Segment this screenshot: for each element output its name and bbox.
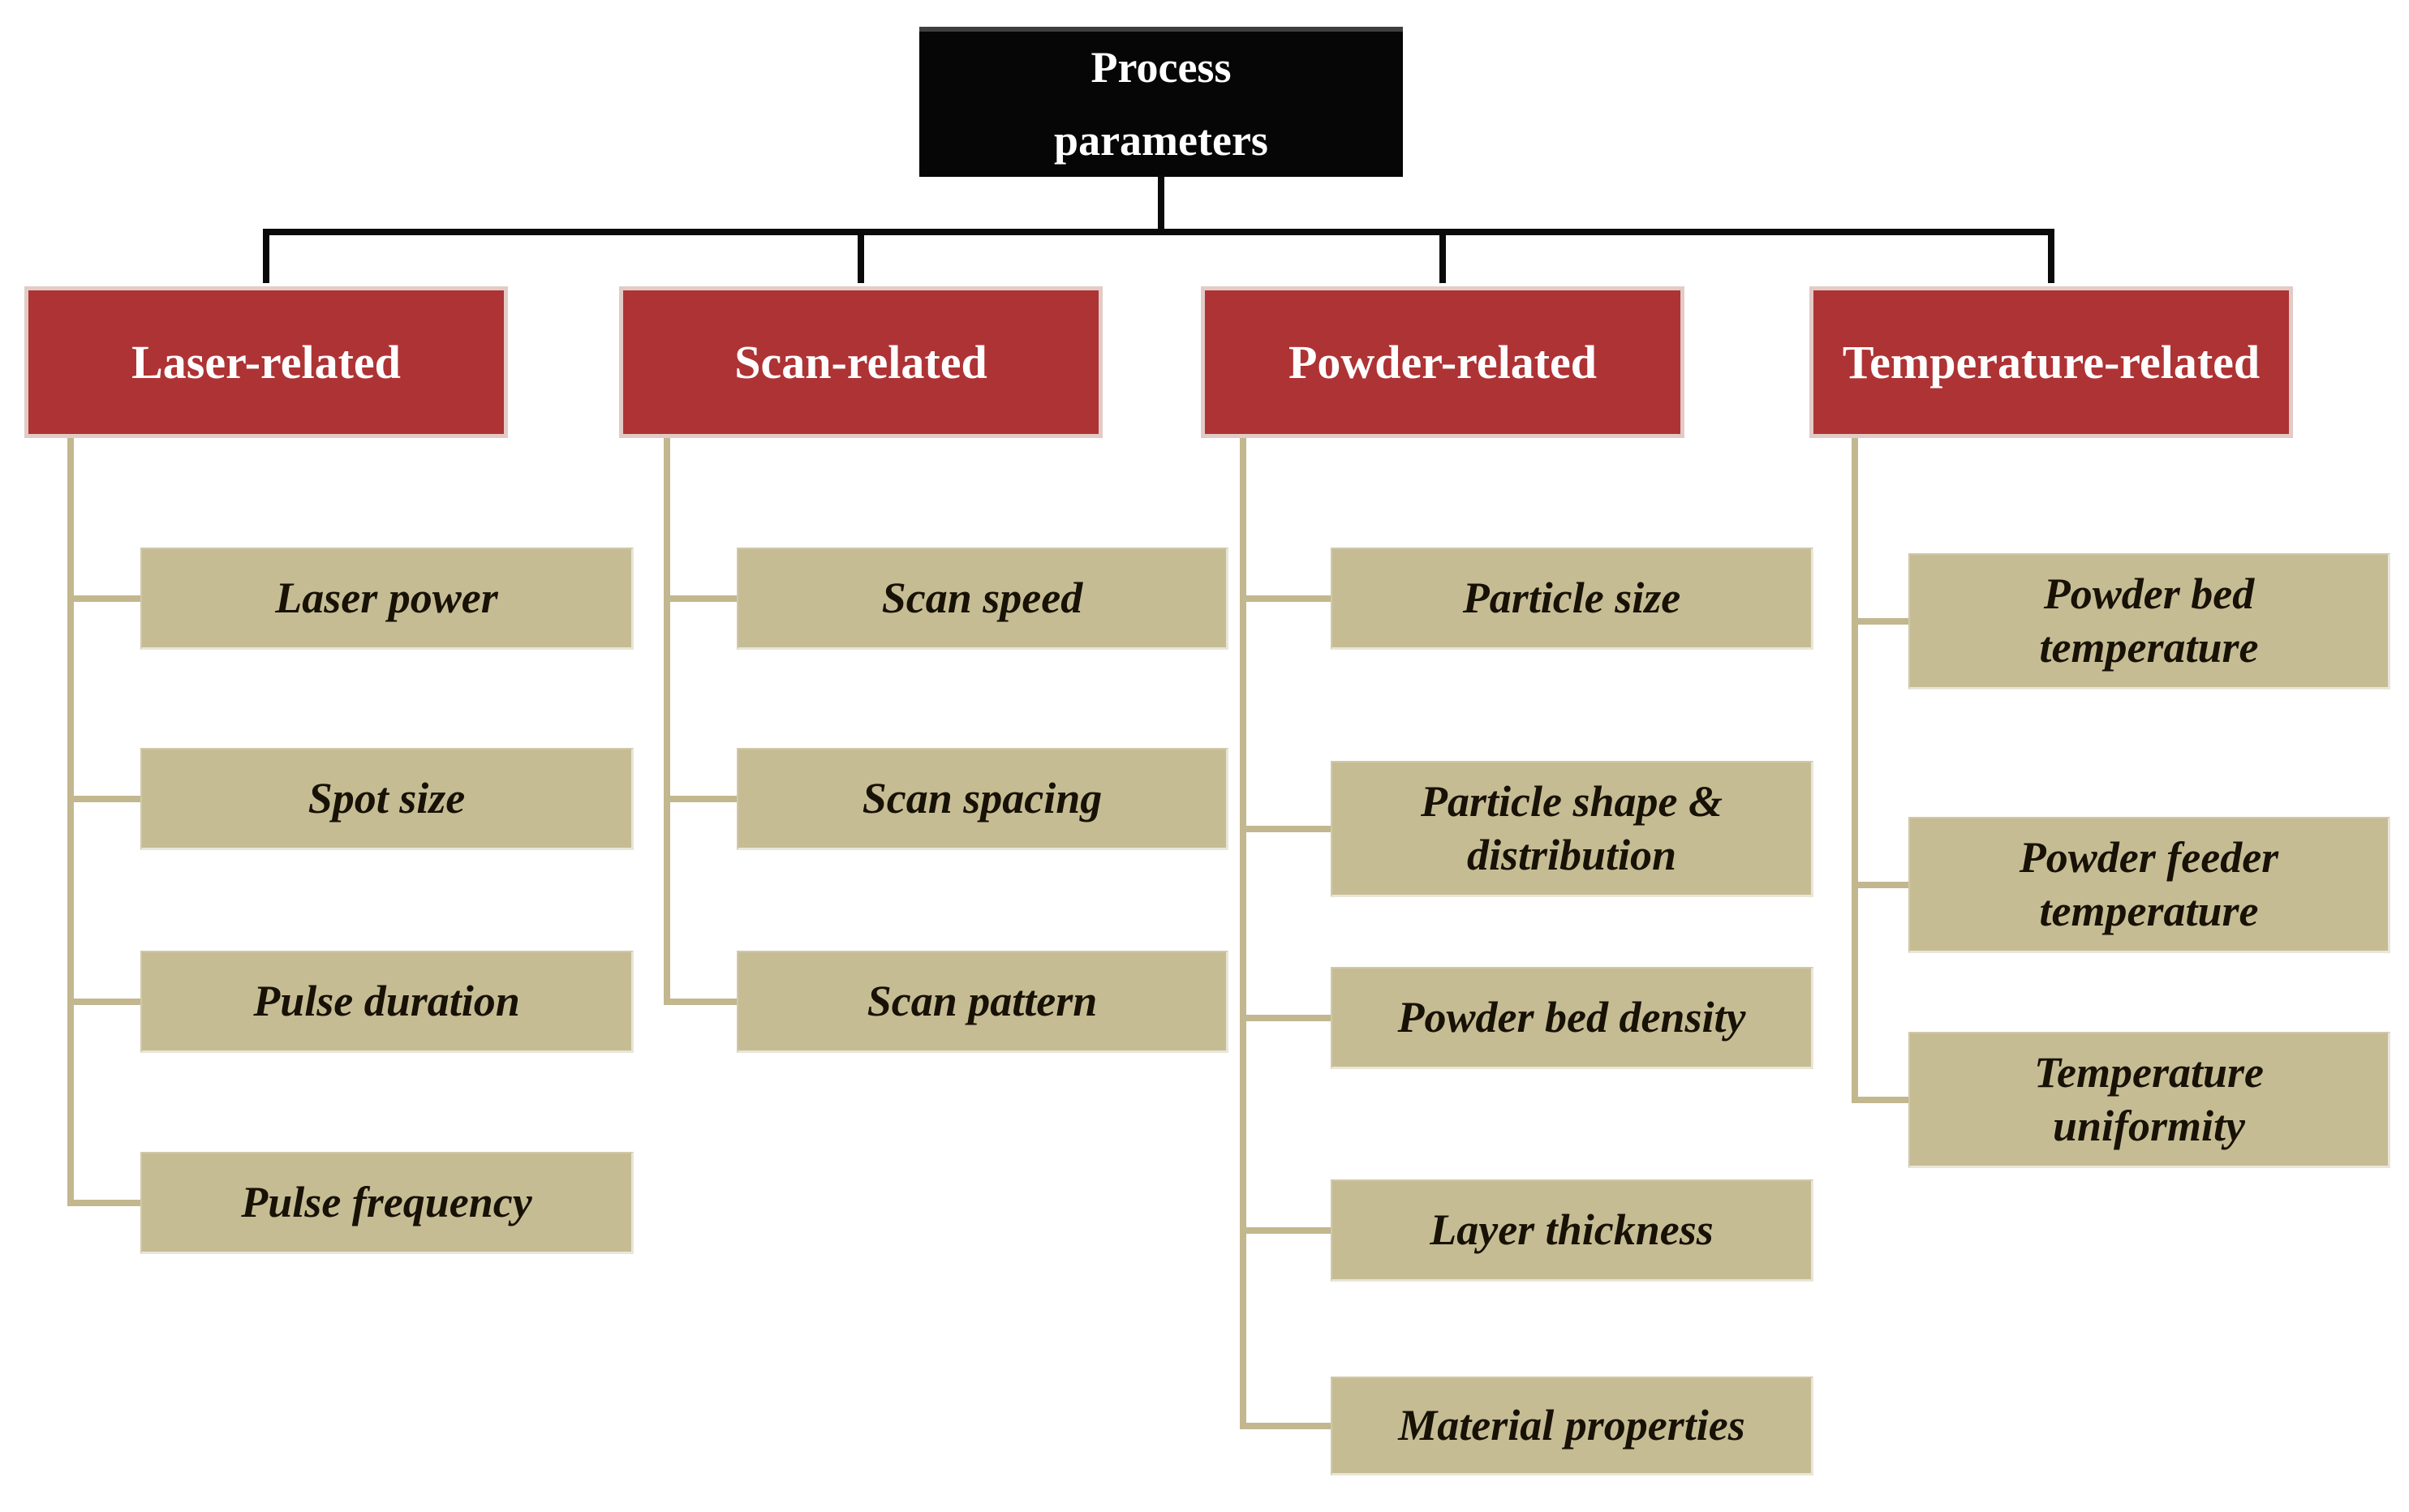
item-particle-shape-distribution-label: Particle shape & distribution	[1421, 776, 1723, 879]
item-material-properties: Material properties	[1331, 1377, 1813, 1475]
category-scan-label: Scan-related	[734, 335, 987, 389]
connector-temperature-branch-1	[1852, 882, 1908, 888]
item-pulse-frequency-label: Pulse frequency	[241, 1177, 532, 1226]
item-scan-pattern: Scan pattern	[737, 951, 1228, 1053]
item-laser-power-label: Laser power	[275, 573, 498, 622]
category-laser-related: Laser-related	[24, 286, 508, 438]
root-box-process-parameters: Process parameters	[919, 27, 1403, 177]
item-powder-bed-density: Powder bed density	[1331, 967, 1813, 1069]
item-scan-pattern-label: Scan pattern	[867, 976, 1098, 1025]
connector-drop-powder	[1439, 235, 1446, 283]
item-particle-shape-distribution: Particle shape & distribution	[1331, 761, 1813, 897]
connector-powder-branch-3	[1240, 1227, 1331, 1234]
item-pulse-frequency: Pulse frequency	[140, 1152, 634, 1254]
connector-drop-laser	[263, 235, 269, 283]
connector-laser-branch-3	[67, 1200, 140, 1206]
connector-scan-branch-0	[664, 595, 737, 602]
item-scan-speed-label: Scan speed	[881, 573, 1083, 622]
connector-top-horizontal	[263, 229, 2054, 235]
category-scan-related: Scan-related	[619, 286, 1103, 438]
item-spot-size-label: Spot size	[308, 773, 466, 823]
item-powder-bed-temperature: Powder bed temperature	[1908, 553, 2390, 689]
item-temperature-uniformity: Temperature uniformity	[1908, 1032, 2390, 1168]
item-particle-size-label: Particle size	[1462, 573, 1681, 622]
item-pulse-duration: Pulse duration	[140, 951, 634, 1053]
connector-scan-vertical	[664, 438, 670, 1005]
category-powder-label: Powder-related	[1288, 335, 1598, 389]
root-box-label: Process parameters	[1054, 43, 1268, 165]
item-scan-spacing-label: Scan spacing	[862, 773, 1103, 823]
connector-laser-branch-1	[67, 796, 140, 802]
connector-powder-branch-0	[1240, 595, 1331, 602]
item-layer-thickness: Layer thickness	[1331, 1179, 1813, 1282]
connector-temperature-branch-0	[1852, 618, 1908, 625]
item-particle-size: Particle size	[1331, 548, 1813, 650]
connector-root-stub	[1158, 175, 1164, 229]
connector-laser-branch-0	[67, 595, 140, 602]
category-temperature-related: Temperature-related	[1809, 286, 2293, 438]
item-spot-size: Spot size	[140, 748, 634, 850]
item-scan-speed: Scan speed	[737, 548, 1228, 650]
item-pulse-duration-label: Pulse duration	[253, 976, 520, 1025]
category-powder-related: Powder-related	[1201, 286, 1684, 438]
connector-powder-vertical	[1240, 438, 1246, 1429]
connector-powder-branch-2	[1240, 1015, 1331, 1021]
category-laser-label: Laser-related	[131, 335, 401, 389]
category-temperature-label: Temperature-related	[1842, 335, 2261, 389]
item-powder-feeder-temperature-label: Powder feeder temperature	[2019, 832, 2279, 935]
item-laser-power: Laser power	[140, 548, 634, 650]
connector-scan-branch-2	[664, 999, 737, 1005]
item-temperature-uniformity-label: Temperature uniformity	[2034, 1047, 2264, 1150]
connector-temperature-vertical	[1852, 438, 1858, 1103]
item-powder-bed-density-label: Powder bed density	[1397, 992, 1746, 1042]
connector-laser-vertical	[67, 438, 74, 1206]
connector-scan-branch-1	[664, 796, 737, 802]
item-scan-spacing: Scan spacing	[737, 748, 1228, 850]
connector-drop-scan	[858, 235, 864, 283]
item-material-properties-label: Material properties	[1398, 1400, 1745, 1450]
connector-temperature-branch-2	[1852, 1097, 1908, 1103]
connector-powder-branch-4	[1240, 1423, 1331, 1429]
item-powder-bed-temperature-label: Powder bed temperature	[2039, 569, 2259, 672]
connector-powder-branch-1	[1240, 826, 1331, 832]
item-powder-feeder-temperature: Powder feeder temperature	[1908, 817, 2390, 953]
connector-drop-temperature	[2048, 235, 2054, 283]
connector-laser-branch-2	[67, 999, 140, 1005]
item-layer-thickness-label: Layer thickness	[1430, 1205, 1714, 1254]
